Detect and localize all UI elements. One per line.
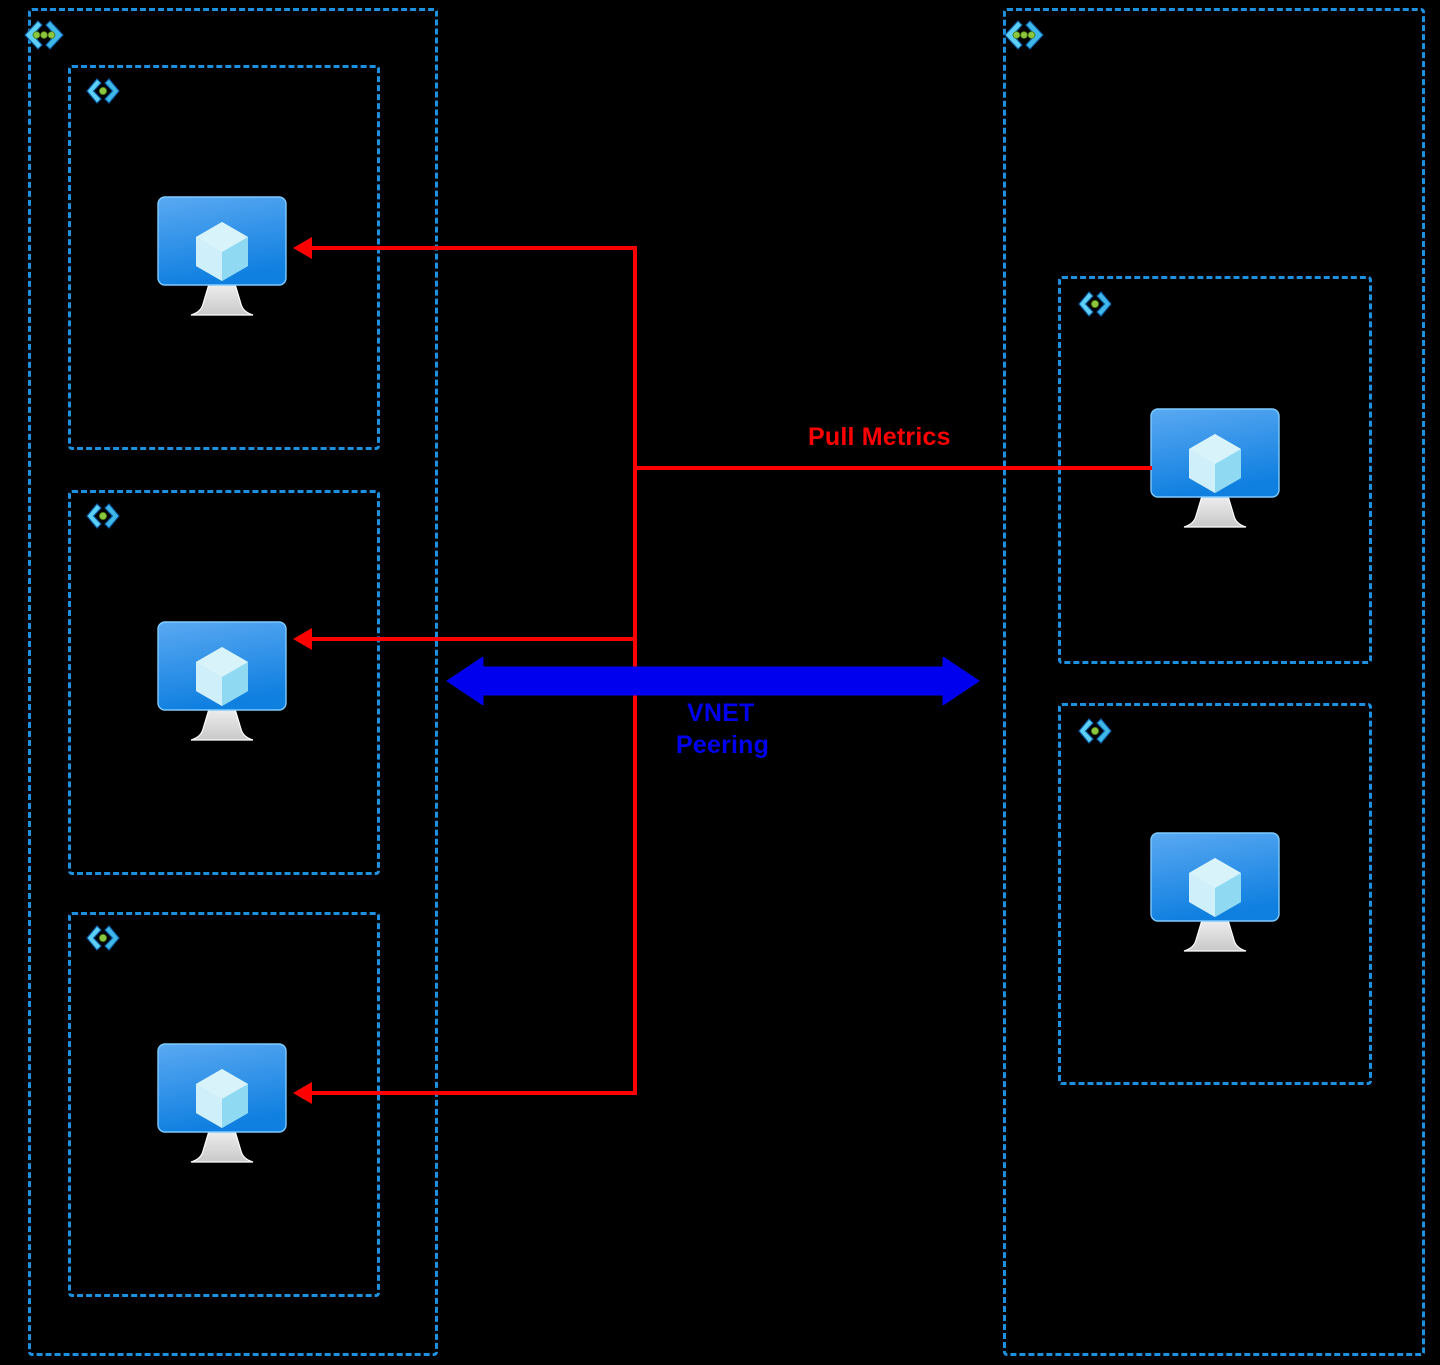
subnet-icon — [84, 76, 122, 108]
pull-metrics-arrowhead-2 — [293, 628, 312, 650]
vnet-icon — [20, 18, 68, 54]
vnet-peering-arrow — [443, 656, 983, 706]
subnet-icon — [1076, 716, 1114, 748]
pull-metrics-branch-2 — [310, 637, 635, 641]
left-subnet-1-container[interactable] — [68, 65, 380, 450]
pull-metrics-line-main — [637, 466, 1152, 470]
vnet-peering-label-line1: VNET — [687, 699, 755, 727]
virtual-machine-icon[interactable] — [157, 1043, 287, 1168]
left-subnet-2-container[interactable] — [68, 490, 380, 875]
pull-metrics-arrowhead-3 — [293, 1082, 312, 1104]
right-subnet-2-container[interactable] — [1058, 703, 1372, 1085]
virtual-machine-icon[interactable] — [1150, 408, 1280, 533]
vnet-peering-label-line2: Peering — [676, 731, 770, 759]
right-vnet-container[interactable] — [1003, 8, 1425, 1356]
pull-metrics-branch-3 — [310, 1091, 635, 1095]
vnet-icon — [1000, 18, 1048, 54]
subnet-icon — [1076, 289, 1114, 321]
left-vnet-container[interactable] — [28, 8, 438, 1356]
pull-metrics-branch-1 — [310, 246, 635, 250]
virtual-machine-icon[interactable] — [157, 621, 287, 746]
virtual-machine-icon[interactable] — [1150, 832, 1280, 957]
pull-metrics-arrowhead-1 — [293, 237, 312, 259]
subnet-icon — [84, 923, 122, 955]
pull-metrics-label: Pull Metrics — [808, 423, 951, 451]
left-subnet-3-container[interactable] — [68, 912, 380, 1297]
virtual-machine-icon[interactable] — [157, 196, 287, 321]
right-subnet-1-container[interactable] — [1058, 276, 1372, 664]
subnet-icon — [84, 501, 122, 533]
